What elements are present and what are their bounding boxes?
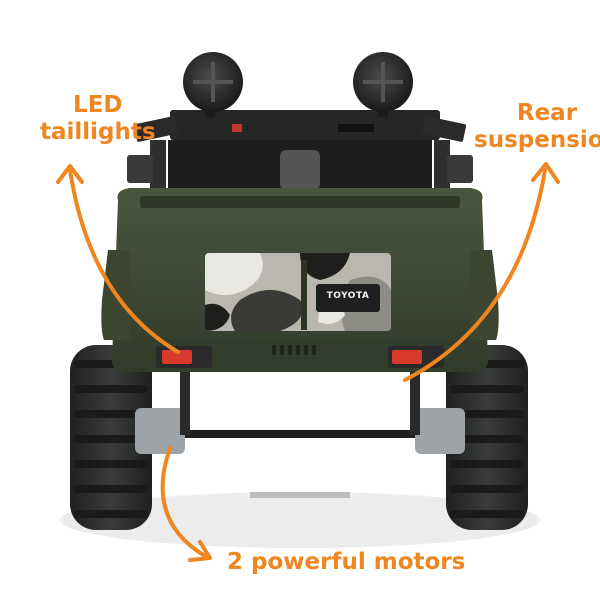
left-motor xyxy=(135,408,185,454)
right-mirror xyxy=(447,155,473,183)
right-motor xyxy=(415,408,465,454)
arrow-to-suspension-icon xyxy=(403,168,547,382)
callout-motors: 2 powerful motors xyxy=(227,549,466,575)
callout-led-line1: LED xyxy=(73,92,123,118)
callout-led-line2: taillights xyxy=(40,119,156,145)
left-mirror xyxy=(127,155,153,183)
left-spot-lamp xyxy=(183,52,243,117)
callout-led-taillights: LED taillights xyxy=(40,92,156,146)
left-taillight xyxy=(156,346,212,368)
roll-bar xyxy=(127,110,473,200)
callout-rear-line1: Rear xyxy=(516,100,578,126)
arrow-to-motor-icon xyxy=(160,446,207,558)
badge-plate xyxy=(316,284,380,312)
brand-badge-text: TOYOTA xyxy=(326,291,370,301)
arrow-to-taillights-icon xyxy=(68,168,180,354)
seat-headrest xyxy=(280,150,320,190)
left-rear-tire xyxy=(70,345,152,530)
callout-rear-line2: suspension xyxy=(474,127,600,153)
right-spot-lamp xyxy=(353,52,413,117)
rear-axle xyxy=(135,370,465,498)
right-taillight xyxy=(388,346,444,368)
callout-rear-suspension: Rear suspension xyxy=(474,100,600,154)
